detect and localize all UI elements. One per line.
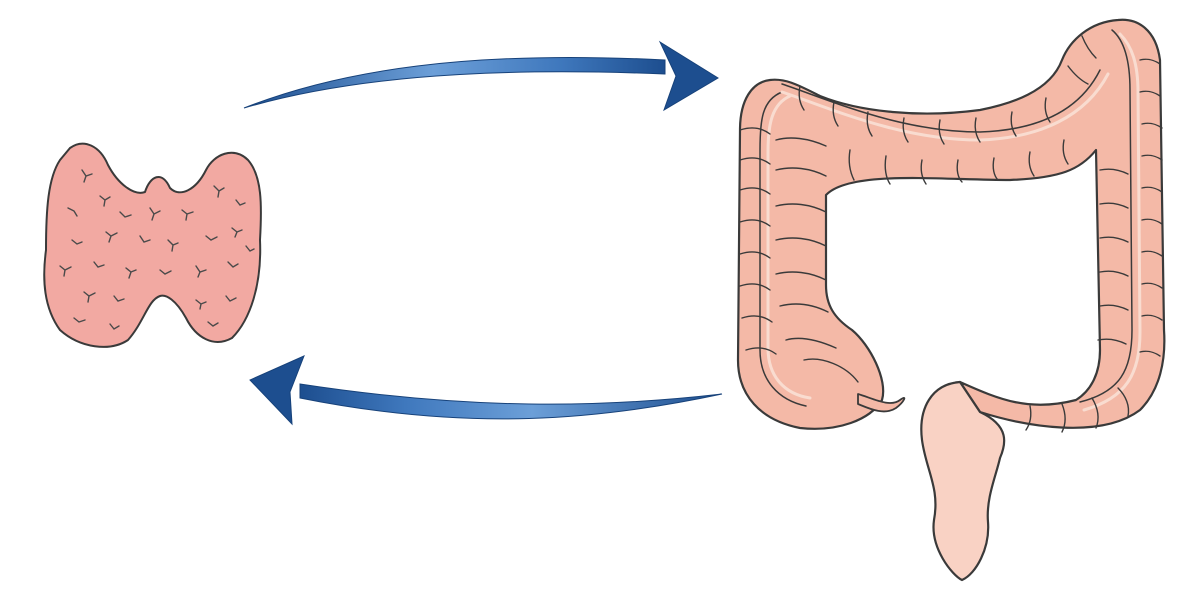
arrow-thyroid-to-colon <box>243 40 719 112</box>
thyroid-texture <box>59 169 255 330</box>
haustra-descending <box>1067 35 1163 357</box>
thyroid-gland <box>43 142 262 348</box>
haustra-sigmoid <box>1025 387 1130 433</box>
colon-body <box>736 18 1166 430</box>
taenia-descending <box>1079 29 1133 403</box>
arrow-top-shaft <box>243 56 666 109</box>
haustra-ascending <box>739 127 837 355</box>
taenia-ascending <box>759 91 807 407</box>
taenia-transverse-2 <box>780 72 1110 142</box>
haustra-transverse <box>798 85 1069 185</box>
arrow-top-head-icon <box>658 40 719 112</box>
large-intestine <box>736 18 1166 582</box>
taenia-descending-2 <box>1082 32 1142 412</box>
arrow-colon-to-thyroid <box>249 355 723 426</box>
appendix <box>857 393 906 413</box>
thyroid-outline <box>43 142 262 348</box>
arrow-bottom-head-icon <box>249 355 305 426</box>
taenia-ascending-2 <box>766 94 812 400</box>
rectum <box>920 380 1006 582</box>
arrow-bottom-shaft <box>299 383 723 420</box>
cecum-highlight <box>803 358 859 383</box>
taenia-transverse <box>781 69 1101 133</box>
